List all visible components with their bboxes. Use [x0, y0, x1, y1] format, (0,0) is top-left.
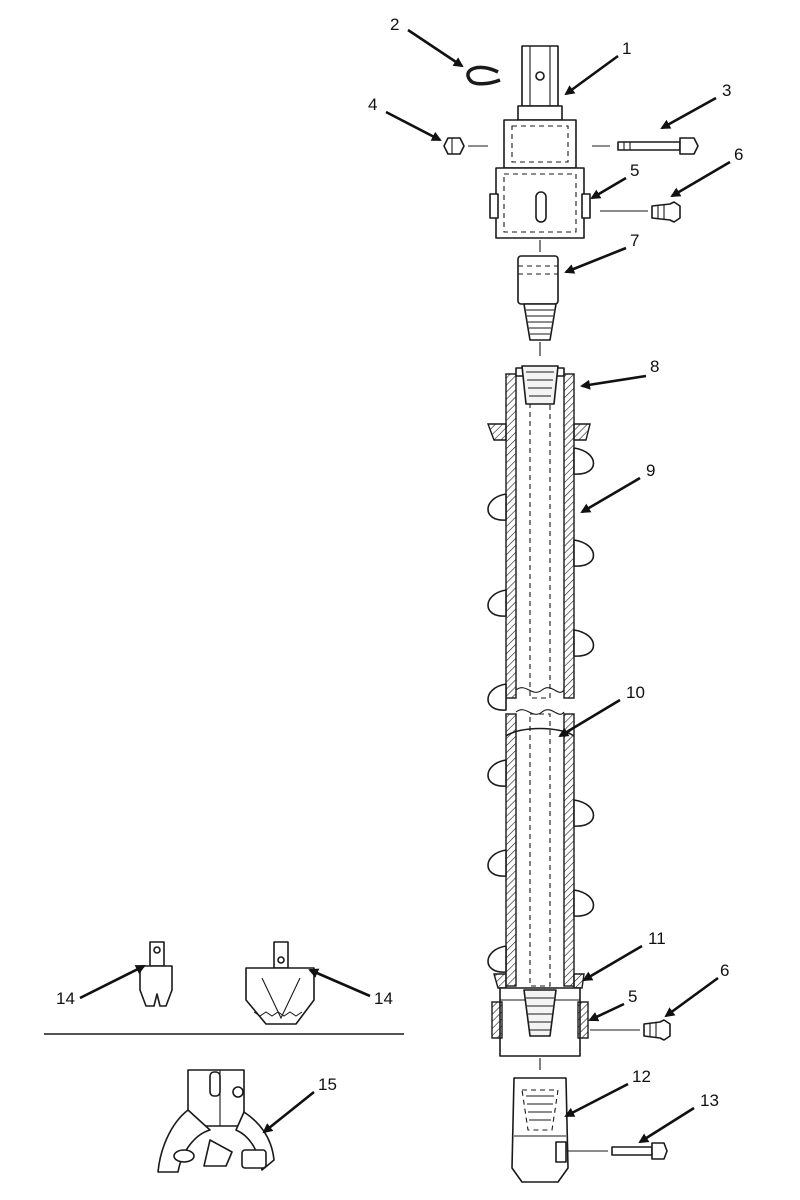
- callout-5-top: 5: [630, 161, 639, 180]
- callout-12: 12: [632, 1067, 651, 1086]
- bolt-part: [617, 137, 699, 155]
- set-screw-bottom-part: [643, 1019, 671, 1041]
- callout-4: 4: [368, 95, 377, 114]
- callout-5-bottom: 5: [628, 987, 637, 1006]
- callout-14-left: 14: [56, 989, 75, 1008]
- bottom-coupler-part: [491, 987, 589, 1057]
- callout-labels: 1 2 3 4 5 6 7 8 9 10 11 6 5 12 13 14 14 …: [56, 15, 743, 1110]
- set-screw-top-part: [651, 201, 681, 223]
- fishtail-bit-part: [139, 941, 173, 1007]
- callout-6-top: 6: [734, 145, 743, 164]
- callout-1: 1: [622, 39, 631, 58]
- bit-holder-part: [511, 1077, 569, 1183]
- auger-upper-section: [486, 365, 595, 711]
- callout-2: 2: [390, 15, 399, 34]
- callout-10: 10: [626, 683, 645, 702]
- callout-arrows: [79, 28, 731, 1144]
- callout-13: 13: [700, 1091, 719, 1110]
- assembly-axis-lines: [468, 145, 648, 1152]
- callout-9: 9: [646, 461, 655, 480]
- shear-bolt-part: [611, 1142, 668, 1160]
- callout-6-bottom: 6: [720, 961, 729, 980]
- callout-11: 11: [648, 929, 666, 948]
- rock-bit-part: [245, 941, 315, 1025]
- callout-8: 8: [650, 357, 659, 376]
- callout-3: 3: [722, 81, 731, 100]
- hex-nut-part: [443, 137, 465, 155]
- hitch-pin-clip-part: [466, 65, 501, 86]
- top-coupler-part: [489, 119, 591, 239]
- callout-14-right: 14: [374, 989, 393, 1008]
- threaded-adapter-part: [517, 255, 559, 341]
- auger-head-part: [157, 1069, 275, 1173]
- callout-7: 7: [630, 231, 639, 250]
- auger-lower-section: [487, 709, 595, 989]
- drive-shaft-part: [517, 45, 563, 121]
- callout-15: 15: [318, 1075, 337, 1094]
